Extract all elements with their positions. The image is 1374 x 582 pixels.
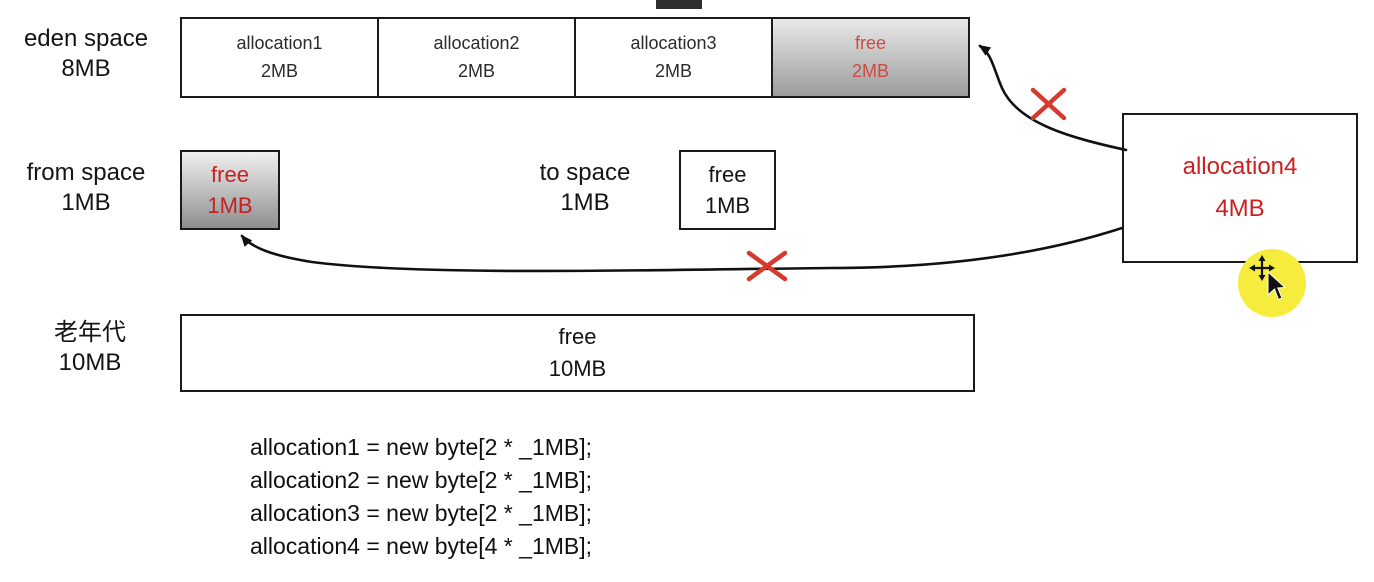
old-gen-label-line2: 10MB bbox=[58, 349, 122, 376]
block-name: free bbox=[708, 161, 747, 187]
to-space-label: to space 1MB bbox=[515, 158, 655, 218]
eden-space-label: eden space 8MB bbox=[0, 24, 172, 84]
block-size: 1MB bbox=[207, 192, 253, 218]
to-space-block-free: free 1MB bbox=[679, 150, 776, 230]
allocation4-size: 4MB bbox=[1215, 195, 1265, 222]
from-space-block-free: free 1MB bbox=[180, 150, 280, 230]
arrow-allocation4-to-eden bbox=[978, 44, 1128, 152]
eden-block-allocation1: allocation1 2MB bbox=[180, 17, 377, 98]
block-size: 2MB bbox=[851, 61, 889, 81]
block-name: free bbox=[558, 324, 597, 349]
old-gen-label-line1: 老年代 bbox=[54, 319, 126, 346]
to-space-label-line1: to space bbox=[539, 159, 631, 186]
code-line: allocation4 = new byte[4 * _1MB]; bbox=[250, 533, 593, 559]
block-size: 10MB bbox=[548, 356, 607, 381]
eden-space-label-line1: eden space bbox=[23, 25, 149, 52]
block-name: free bbox=[854, 33, 887, 53]
eden-space-label-line2: 8MB bbox=[61, 55, 111, 82]
block-size: 2MB bbox=[260, 61, 298, 81]
to-space-label-line2: 1MB bbox=[560, 189, 610, 216]
eden-block-free: free 2MB bbox=[771, 17, 970, 98]
old-gen-block-free: free 10MB bbox=[180, 314, 975, 392]
video-artifact-top bbox=[656, 0, 702, 9]
from-space-label-line1: from space bbox=[26, 159, 146, 186]
block-size: 2MB bbox=[654, 61, 692, 81]
old-gen-label: 老年代 10MB bbox=[25, 318, 155, 378]
block-name: free bbox=[211, 161, 249, 187]
block-size: 1MB bbox=[704, 192, 751, 218]
cross-eden-fail-icon bbox=[1030, 87, 1067, 121]
block-name: allocation2 bbox=[433, 33, 520, 53]
cross-from-space-fail-icon bbox=[746, 250, 788, 282]
block-name: allocation3 bbox=[630, 33, 717, 53]
code-listing: allocation1 = new byte[2 * _1MB]; alloca… bbox=[250, 431, 592, 563]
code-line: allocation1 = new byte[2 * _1MB]; bbox=[250, 434, 593, 460]
from-space-label-line2: 1MB bbox=[61, 189, 111, 216]
code-line: allocation2 = new byte[2 * _1MB]; bbox=[250, 467, 593, 493]
allocation4-name: allocation4 bbox=[1182, 153, 1298, 180]
eden-space-row: allocation1 2MB allocation2 2MB allocati… bbox=[180, 17, 970, 98]
code-line: allocation3 = new byte[2 * _1MB]; bbox=[250, 500, 593, 526]
from-space-label: from space 1MB bbox=[0, 158, 172, 218]
eden-block-allocation3: allocation3 2MB bbox=[574, 17, 771, 98]
block-name: allocation1 bbox=[236, 33, 323, 53]
allocation4-box: allocation4 4MB bbox=[1122, 113, 1358, 263]
block-size: 2MB bbox=[457, 61, 495, 81]
arrow-allocation4-to-from-space bbox=[240, 226, 1124, 273]
eden-block-allocation2: allocation2 2MB bbox=[377, 17, 574, 98]
